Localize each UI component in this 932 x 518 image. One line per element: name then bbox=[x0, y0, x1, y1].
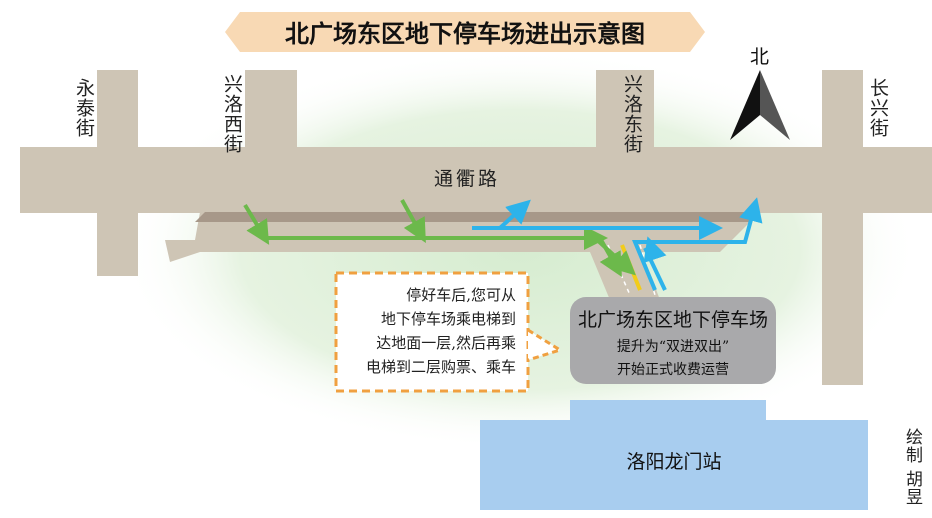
callout-text: 停好车后,您可从 地下停车场乘电梯到 达地面一层,然后再乘 电梯到二层购票、乘车 bbox=[340, 283, 516, 379]
info-title: 北广场东区地下停车场 bbox=[577, 309, 768, 331]
north-arrow-icon bbox=[730, 70, 760, 140]
callout-box bbox=[334, 271, 530, 393]
callout-line: 地下停车场乘电梯到 bbox=[380, 310, 516, 328]
entry-route bbox=[243, 199, 636, 277]
station-label: 洛阳龙门站 bbox=[626, 451, 722, 473]
callout-line: 电梯到二层购票、乘车 bbox=[365, 358, 516, 376]
callout-line: 达地面一层,然后再乘 bbox=[376, 334, 516, 352]
callout-line: 停好车后,您可从 bbox=[406, 286, 516, 304]
street-label-xingluo-west: 兴洛西街 bbox=[221, 74, 243, 154]
street-label-yongtai: 永泰街 bbox=[73, 78, 95, 138]
info-line2: 开始正式收费运营 bbox=[617, 362, 729, 378]
street-changxing bbox=[822, 70, 863, 385]
credit-author: 胡昱 bbox=[902, 470, 922, 506]
road-tongqu bbox=[20, 147, 932, 213]
page-title: 北广场东区地下停车场进出示意图 bbox=[285, 20, 645, 48]
north-label: 北 bbox=[750, 46, 770, 68]
title-banner bbox=[225, 12, 705, 52]
ramp-lower bbox=[165, 212, 760, 300]
info-box bbox=[570, 297, 776, 384]
road-label-tongqu: 通衢路 bbox=[434, 168, 501, 190]
exit-route bbox=[472, 197, 763, 291]
street-label-changxing: 长兴街 bbox=[867, 78, 889, 138]
station-building bbox=[480, 400, 868, 510]
info-line1: 提升为“双进双出” bbox=[616, 339, 730, 355]
info-text: 北广场东区地下停车场 提升为“双进双出” 开始正式收费运营 bbox=[570, 305, 776, 379]
credit-role: 绘制 bbox=[902, 428, 922, 464]
street-label-xingluo-east: 兴洛东街 bbox=[621, 74, 643, 154]
ramp-dark-strip bbox=[195, 212, 760, 222]
